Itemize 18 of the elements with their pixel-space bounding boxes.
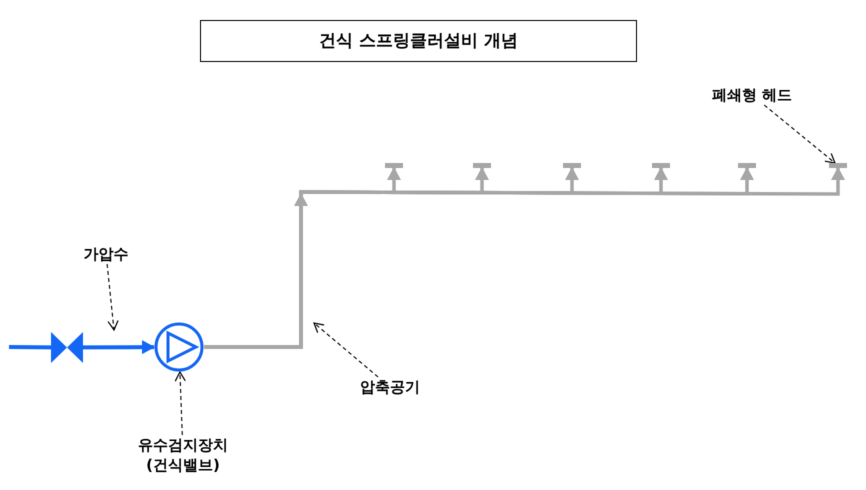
sprinkler-head [563, 163, 581, 168]
valve-symbol [51, 332, 83, 363]
sprinkler-head [473, 163, 491, 168]
sprinkler-head [738, 163, 756, 168]
callout-label: 가압수 [84, 244, 128, 264]
pipe-line [8, 345, 52, 350]
valve-symbol [154, 322, 204, 372]
callout-label: 유수검지장치 (건식밸브) [127, 435, 239, 475]
leader-line [764, 104, 836, 164]
leader-line [106, 264, 119, 331]
sprinkler-head [385, 163, 403, 168]
callout-label: 폐쇄형 헤드 [712, 85, 792, 105]
leader-line [174, 371, 186, 436]
callout-label: 압축공기 [360, 377, 420, 397]
sprinkler-head [829, 163, 847, 168]
sprinkler-head [652, 163, 670, 168]
title-box: 건식 스프링클러설비 개념 [200, 20, 637, 62]
leader-line [313, 322, 378, 378]
